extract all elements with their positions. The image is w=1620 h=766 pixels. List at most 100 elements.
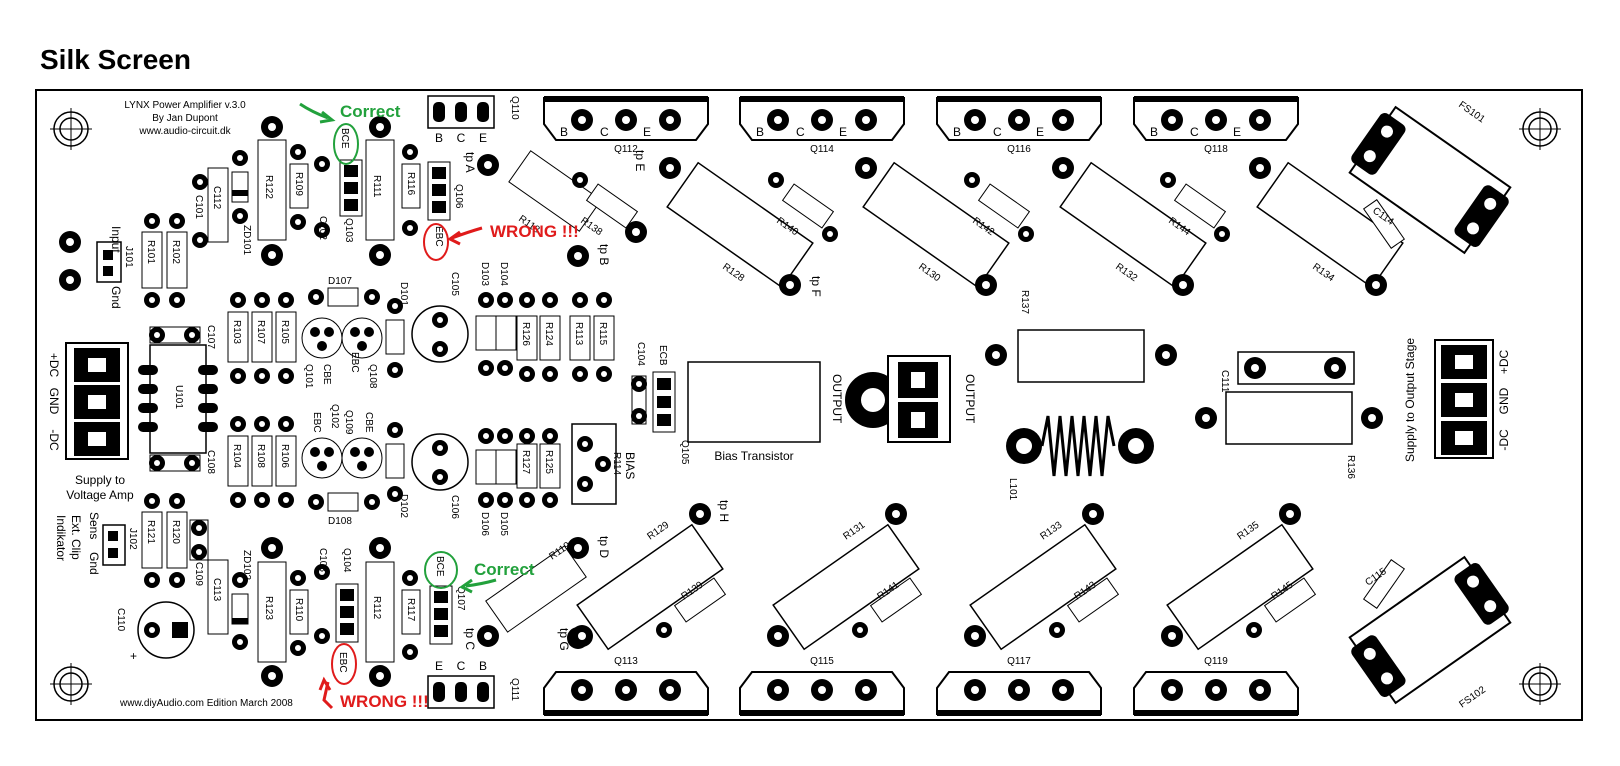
emitter-resistor-bottom bbox=[1049, 577, 1120, 638]
output-transistor-bottom bbox=[543, 671, 709, 716]
pin-code-cbe: CBE bbox=[321, 364, 332, 385]
pin-b: B bbox=[1150, 125, 1158, 139]
pin-code-ebc: EBC bbox=[349, 352, 360, 373]
pin-code-bce: BCE bbox=[434, 556, 445, 577]
rail-label: GND bbox=[1497, 387, 1511, 414]
r117-label: R117 bbox=[405, 598, 416, 622]
pin-code-ebc: EBC bbox=[337, 652, 348, 673]
r116-label: R116 bbox=[405, 172, 416, 196]
r109-label: R109 bbox=[293, 172, 304, 196]
pin-e: E bbox=[435, 659, 443, 673]
q117-label: Q117 bbox=[1007, 656, 1031, 667]
board-title-line3: www.audio-circuit.dk bbox=[138, 126, 231, 137]
d105-label: D105 bbox=[498, 512, 509, 536]
r105-label: R105 bbox=[279, 320, 290, 344]
d103-label: D103 bbox=[479, 262, 490, 286]
pin-code-ecb: ECB bbox=[657, 345, 668, 366]
r136-label: R136 bbox=[1345, 455, 1356, 479]
c101-label: C101 bbox=[193, 195, 204, 219]
annotation-correct-bottom: BCE Correct bbox=[424, 551, 535, 594]
d104-label: D104 bbox=[498, 262, 509, 286]
wrong-label-2: WRONG !!! bbox=[340, 692, 429, 711]
pin-code-cbe: CBE bbox=[363, 412, 374, 433]
q105-label: Q105 bbox=[679, 440, 690, 465]
pin-c: C bbox=[457, 659, 466, 673]
output-transistor-top bbox=[1133, 96, 1299, 141]
power-resistor-top bbox=[1249, 157, 1404, 296]
c109-label: C109 bbox=[193, 562, 204, 586]
clip-label: Indikator bbox=[54, 515, 68, 561]
r124-label: R124 bbox=[543, 322, 554, 346]
pin-e: E bbox=[839, 125, 847, 139]
pin-b: B bbox=[435, 131, 443, 145]
resistor-bank-upper bbox=[227, 292, 297, 384]
supply-connector-right bbox=[1434, 339, 1494, 459]
q116-label: Q116 bbox=[1007, 144, 1031, 155]
supply-left-line2: Voltage Amp bbox=[66, 488, 134, 502]
pin-c: C bbox=[796, 125, 805, 139]
q107-label: Q107 bbox=[455, 586, 466, 611]
r121-label: R121 bbox=[145, 520, 156, 544]
clip-label: Gnd bbox=[87, 552, 101, 575]
c110-label: C110 bbox=[115, 608, 126, 632]
q104-label: Q104 bbox=[341, 548, 352, 573]
pin-e: E bbox=[479, 131, 487, 145]
emitter-resistor-bottom bbox=[1246, 577, 1317, 638]
r125-label: R125 bbox=[543, 450, 554, 474]
output-label: OUTPUT bbox=[830, 374, 844, 424]
q119-label: Q119 bbox=[1204, 656, 1228, 667]
d107-label: D107 bbox=[328, 276, 352, 287]
power-resistor-top bbox=[659, 157, 814, 296]
q118-label: Q118 bbox=[1204, 144, 1228, 155]
bias-label: BIAS bbox=[623, 452, 637, 479]
pin-c: C bbox=[993, 125, 1002, 139]
emitter-resistor-bottom bbox=[852, 577, 923, 638]
q112-label: Q112 bbox=[614, 144, 638, 155]
r104-label: R104 bbox=[231, 444, 242, 468]
c108-label: C108 bbox=[205, 450, 216, 474]
r115-label: R115 bbox=[597, 322, 608, 346]
emitter-resistor-bottom bbox=[656, 577, 727, 638]
r111-label: R111 bbox=[371, 175, 382, 198]
bias-transistor-outline bbox=[687, 361, 821, 443]
q111-label: Q111 bbox=[509, 678, 520, 701]
power-resistor-top bbox=[1052, 157, 1207, 296]
power-resistor-top bbox=[855, 157, 1010, 296]
u101-label: U101 bbox=[173, 385, 184, 409]
output-transistor-top bbox=[543, 96, 709, 141]
r127-label: R127 bbox=[520, 450, 531, 474]
rail-label: GND bbox=[47, 388, 61, 415]
emitter-resistor-top bbox=[768, 172, 838, 242]
r101-label: R101 bbox=[145, 240, 156, 264]
pin-e: E bbox=[1233, 125, 1241, 139]
q106-label: Q106 bbox=[453, 184, 464, 209]
supply-connector-left bbox=[65, 342, 129, 460]
j101-label: J101 bbox=[123, 246, 134, 268]
rail-label: -DC bbox=[1497, 429, 1511, 451]
c111-label: C111 bbox=[1219, 370, 1230, 393]
c106-label: C106 bbox=[449, 495, 460, 519]
test-point-b: tp B bbox=[597, 244, 611, 265]
pin-b: B bbox=[479, 659, 487, 673]
rail-label: +DC bbox=[1497, 349, 1511, 374]
supply-left-line1: Supply to bbox=[75, 473, 125, 487]
clip-label: Sens bbox=[87, 512, 101, 539]
correct-label: Correct bbox=[340, 102, 401, 121]
pin-b: B bbox=[756, 125, 764, 139]
q110-label: Q110 bbox=[509, 96, 520, 120]
c113-label: C113 bbox=[211, 578, 222, 602]
annotation-wrong-bottom: WRONG !!! bbox=[318, 643, 429, 711]
emitter-resistor-top bbox=[964, 172, 1034, 242]
r107-label: R107 bbox=[255, 320, 266, 344]
r137-label: R137 bbox=[1019, 290, 1030, 314]
d102-label: D102 bbox=[398, 494, 409, 518]
rail-label: -DC bbox=[47, 429, 61, 451]
pin-e: E bbox=[643, 125, 651, 139]
supply-right-label: Supply to Output Stage bbox=[1403, 338, 1417, 462]
r120-label: R120 bbox=[170, 520, 181, 544]
u101-ic bbox=[149, 344, 207, 454]
q103-label: Q103 bbox=[343, 218, 354, 243]
q102-label: Q102 bbox=[329, 404, 340, 429]
test-point-g: tp G bbox=[557, 628, 571, 651]
c107-label: C107 bbox=[205, 325, 216, 349]
